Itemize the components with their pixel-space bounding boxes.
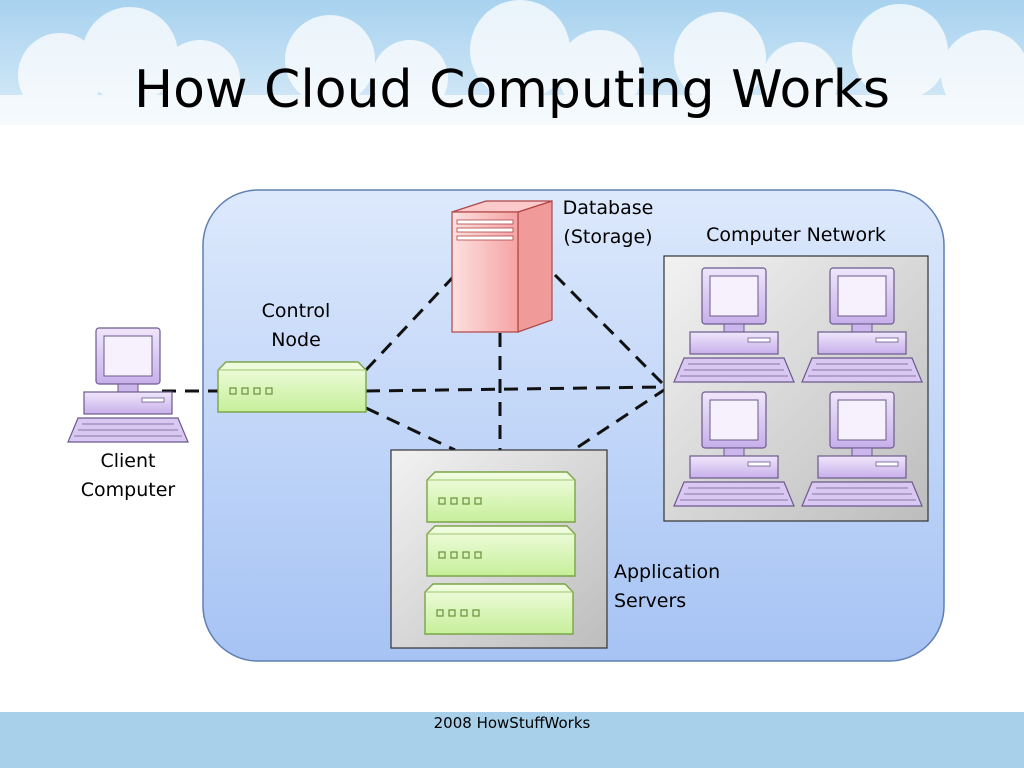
connection-lines — [162, 273, 666, 452]
cloud-decoration — [0, 0, 1024, 130]
server-icon — [426, 471, 576, 523]
edge-control-network — [365, 385, 665, 393]
footer-credit: 2008 HowStuffWorks — [433, 714, 591, 732]
edge-database-network — [553, 273, 666, 387]
control-node-label: Control Node — [261, 300, 331, 352]
computer-network-label: Computer Network — [706, 224, 886, 246]
control-node-icon — [217, 361, 367, 413]
edge-appservers-network — [577, 388, 665, 449]
client-computer-label: Client Computer — [80, 450, 176, 502]
client-computer-icon — [67, 327, 189, 443]
application-servers-label: Application Servers — [614, 561, 721, 613]
server-icon — [424, 583, 574, 635]
database-label: Database (Storage) — [562, 197, 654, 249]
server-icon — [426, 525, 576, 577]
slide-title: How Cloud Computing Works — [134, 60, 890, 120]
edge-control-appservers — [365, 406, 456, 452]
database-server-icon — [451, 200, 553, 333]
footer-bar — [0, 712, 1024, 768]
